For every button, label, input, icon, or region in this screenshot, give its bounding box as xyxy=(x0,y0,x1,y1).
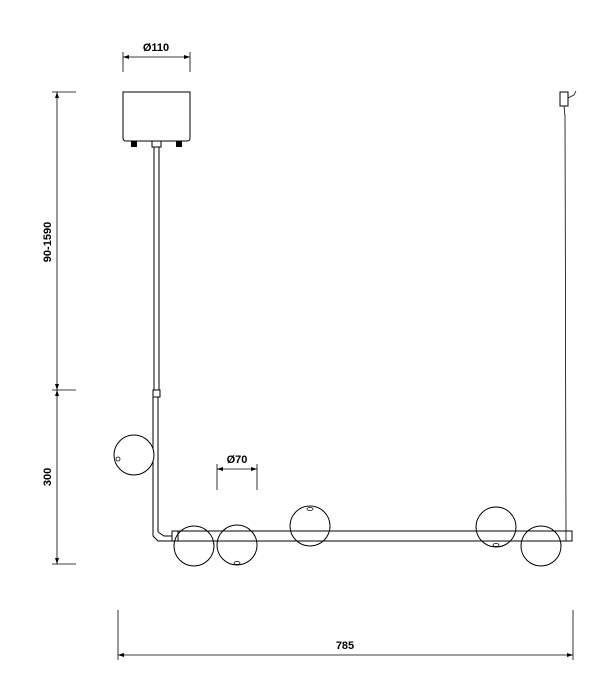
suspension-height-label: 90-1590 xyxy=(42,222,54,262)
globe-2 xyxy=(216,524,258,566)
globe-upper xyxy=(113,434,155,476)
power-cable xyxy=(559,90,577,532)
canopy-diameter-dimension: Ø110 xyxy=(122,42,191,72)
globe-4 xyxy=(475,506,517,548)
globe-diameter-label: Ø70 xyxy=(227,454,248,466)
horizontal-bar-front xyxy=(172,530,573,542)
canopy-diameter-label: Ø110 xyxy=(143,42,169,54)
ceiling-canopy xyxy=(122,91,191,148)
globe-diameter-dimension: Ø70 xyxy=(216,454,258,490)
overall-length-dimension: 785 xyxy=(117,610,574,660)
fixture-height-label: 300 xyxy=(42,468,54,486)
suspension-rod xyxy=(152,147,172,542)
globe-3 xyxy=(289,505,331,547)
globe-1 xyxy=(171,525,215,567)
globe-5 xyxy=(520,525,562,567)
overall-length-label: 785 xyxy=(336,640,354,652)
height-dimensions: 90-1590 300 xyxy=(42,91,76,565)
